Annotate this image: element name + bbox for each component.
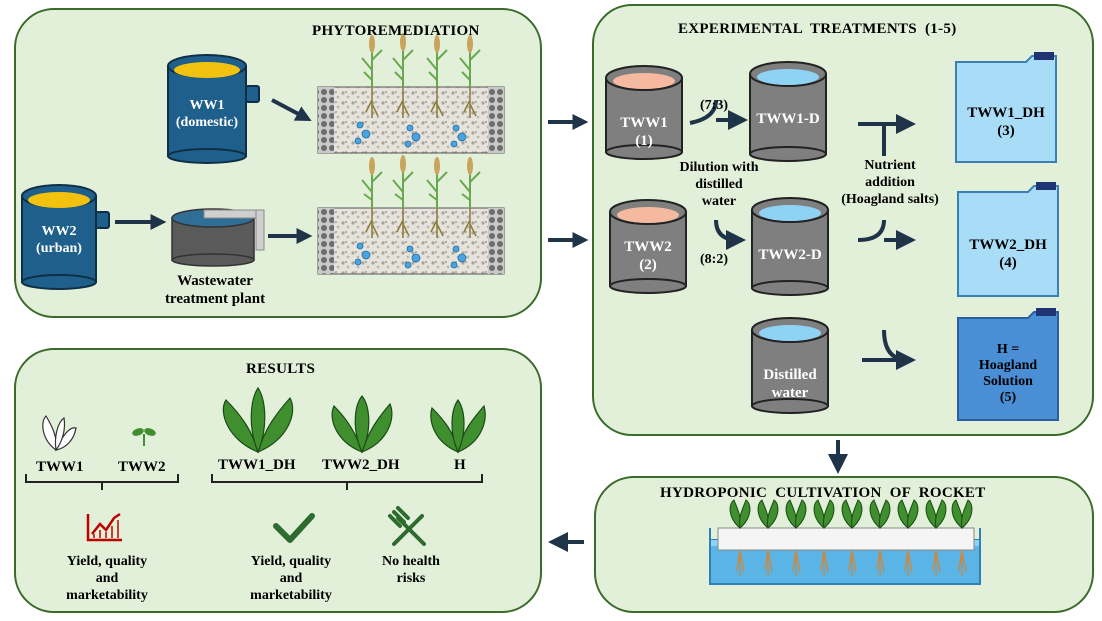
- check-icon: [273, 513, 315, 543]
- tww1-label: TWW1 (1): [620, 115, 668, 149]
- tww1d-label: TWW1-D: [756, 111, 820, 127]
- phyto-arrows: [115, 98, 589, 248]
- tww1dh-jerrycan-icon: [955, 52, 1057, 163]
- result-tww2-label: TWW2: [118, 459, 166, 475]
- tww2d-label: TWW2-D: [758, 247, 822, 263]
- trend-chart-icon: [86, 512, 122, 542]
- tww2-tank-icon: [609, 199, 687, 294]
- rocket-leaf-tww1dh-icon: [222, 386, 294, 454]
- results-panel: [14, 348, 542, 613]
- distilled-water-tank-icon: [751, 317, 829, 414]
- result-tww1-label: TWW1: [36, 459, 84, 475]
- ratio-8-2-label: (8:2): [700, 252, 728, 267]
- yield-good-label: Yield, quality and marketability: [250, 554, 332, 603]
- wetland-bed-2-icon: [317, 155, 505, 275]
- hydroponic-title: HYDROPONIC CULTIVATION OF ROCKET: [660, 485, 986, 501]
- fork-knife-icon: [388, 506, 426, 546]
- no-health-risks-label: No health risks: [382, 554, 440, 586]
- seedling-icon: [132, 428, 156, 446]
- tww2-label: TWW2 (2): [624, 239, 672, 273]
- distilled-water-label: Distilled water: [763, 367, 817, 401]
- hydroponic-tank-icon: [709, 499, 981, 585]
- treatment-arrows: [548, 99, 916, 552]
- dilution-label: Dilution with distilled water: [679, 160, 759, 209]
- ww2-label: WW2 (urban): [36, 224, 82, 256]
- treatment-plant-icon: [171, 208, 265, 267]
- yield-bad-label: Yield, quality and marketability: [66, 554, 148, 603]
- tww2dh-jerrycan-icon: [957, 182, 1059, 297]
- tww1-tank-icon: [605, 65, 683, 160]
- treatments-title: EXPERIMENTAL TREATMENTS (1-5): [678, 21, 957, 37]
- tww2dh-label: TWW2_DH (4): [969, 237, 1047, 271]
- hoagland-jerrycan-icon: [957, 308, 1059, 421]
- result-tww1dh-label: TWW1_DH: [218, 457, 296, 473]
- results-title: RESULTS: [246, 361, 316, 377]
- ww2-tank-icon: [21, 184, 110, 290]
- rocket-leaf-h-icon: [430, 398, 486, 454]
- result-h-label: H: [454, 457, 466, 473]
- wilted-plant-icon: [42, 415, 77, 452]
- tww1dh-label: TWW1_DH (3): [967, 105, 1045, 139]
- tww2d-tank-icon: [751, 197, 829, 296]
- phytoremediation-title: PHYTOREMEDIATION: [312, 23, 480, 39]
- result-tww2dh-label: TWW2_DH: [322, 457, 400, 473]
- rocket-leaf-tww2dh-icon: [331, 395, 393, 454]
- ww1-tank-icon: [167, 54, 260, 164]
- wetland-bed-1-icon: [317, 33, 505, 154]
- hoagland-label: H = Hoagland Solution (5): [978, 342, 1038, 406]
- wwtp-label: Wastewater treatment plant: [164, 273, 266, 307]
- tww1d-tank-icon: [749, 61, 827, 162]
- ratio-7-3-label: (7:3): [700, 98, 728, 113]
- ww1-label: WW1 (domestic): [175, 98, 239, 130]
- nutrient-label: Nutrient addition (Hoagland salts): [841, 158, 939, 207]
- result-brackets: [25, 474, 483, 490]
